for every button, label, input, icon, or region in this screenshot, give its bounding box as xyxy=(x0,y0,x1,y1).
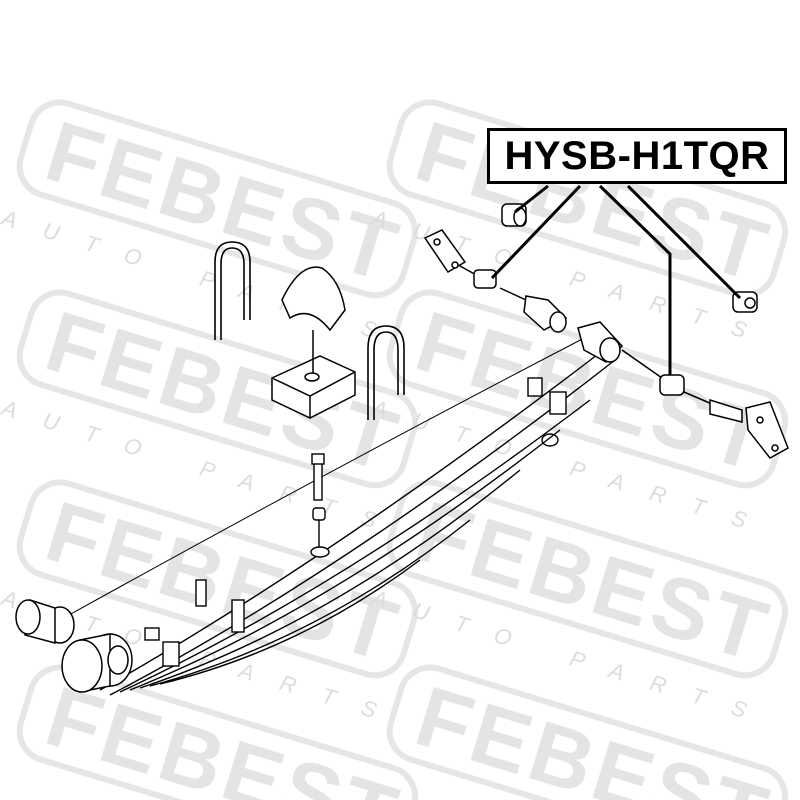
front-eye-bushing xyxy=(15,599,133,693)
svg-text:FEBEST: FEBEST xyxy=(406,668,781,800)
u-bolts xyxy=(214,241,405,420)
watermark-layer: FEBEST AUTO PARTS FEBEST AUTO PARTS FEBE… xyxy=(0,99,789,800)
spring-seat xyxy=(271,266,356,419)
shackle-assembly xyxy=(423,203,789,459)
callout-leaders xyxy=(490,184,742,375)
spring-clips xyxy=(144,377,567,667)
center-bolt xyxy=(310,433,559,558)
part-number-label: HYSB-H1TQR xyxy=(487,128,787,184)
